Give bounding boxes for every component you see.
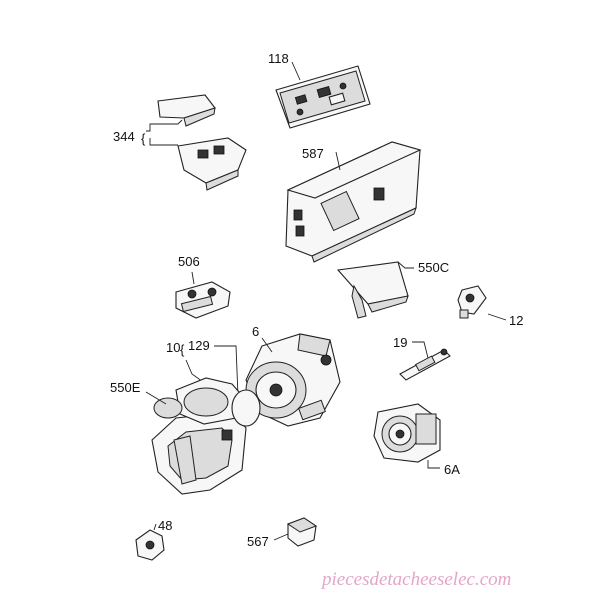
callout-550e: 550E	[110, 380, 141, 395]
brace-344: {	[141, 131, 146, 146]
part-6-motor	[245, 333, 341, 427]
callout-48: 48	[158, 518, 172, 533]
callout-550c: 550C	[418, 260, 449, 275]
callout-10: 10	[166, 340, 180, 355]
watermark: piecesdetacheeselec.com	[320, 569, 511, 590]
part-550e-sump-housing	[145, 377, 261, 495]
part-19-rod	[399, 341, 451, 381]
leader-129	[214, 345, 239, 397]
callout-118: 118	[268, 51, 289, 66]
part-6a-drain-pump	[373, 403, 441, 469]
callout-6a: 6A	[444, 462, 460, 477]
part-506-sensor	[175, 271, 231, 319]
part-567-switch	[273, 517, 318, 547]
part-48-float	[135, 523, 165, 561]
callout-506: 506	[178, 254, 200, 269]
callout-344: 344	[113, 129, 135, 144]
callout-12: 12	[509, 313, 523, 328]
part-12-valve	[457, 285, 507, 321]
part-118-control-board	[275, 61, 371, 129]
callout-587: 587	[302, 146, 324, 161]
callout-567: 567	[247, 534, 269, 549]
callout-19: 19	[393, 335, 407, 350]
part-344-connector-assembly	[146, 94, 247, 191]
brace-10: {	[180, 342, 185, 357]
part-550c-cover	[336, 261, 414, 319]
callout-129: 129	[188, 338, 210, 353]
callout-6: 6	[252, 324, 259, 339]
part-587-main-module	[285, 141, 422, 263]
